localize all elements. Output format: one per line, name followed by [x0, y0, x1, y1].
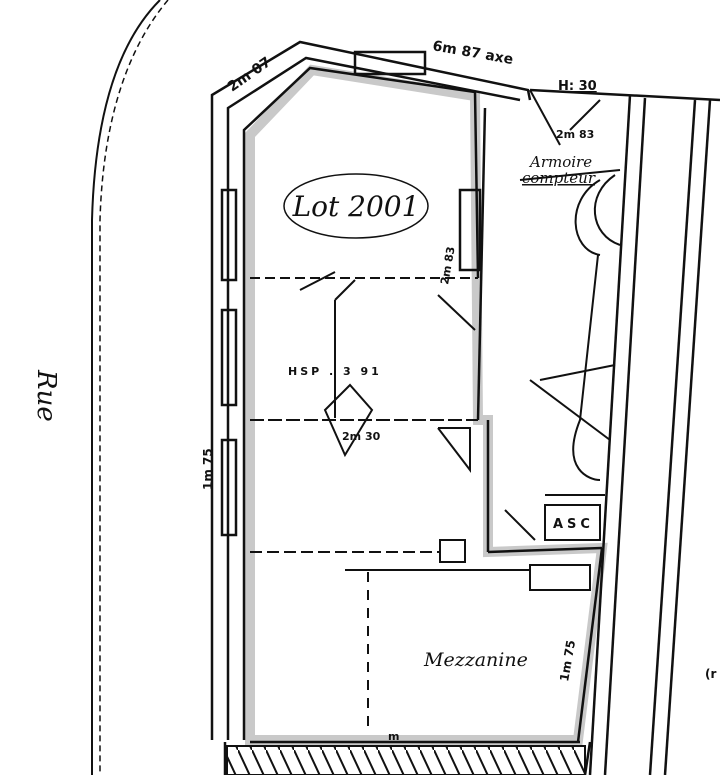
meter-label-line1: Armoire [528, 153, 592, 171]
partial-label-right: (r [705, 667, 716, 681]
partitions [250, 89, 621, 730]
street-edge [91, 0, 169, 775]
bottom-hatched-wall [226, 745, 586, 775]
ceiling-height-label: HSP . 3 91 [288, 365, 382, 378]
dim-corridor-wall: 2m 83 [438, 246, 457, 286]
dim-bottom: m [388, 730, 399, 743]
meter-label-line2: compteur [522, 169, 596, 187]
mezzanine-label: Mezzanine [423, 649, 528, 671]
street-label: Rue [31, 369, 61, 422]
dim-entry-angle: 2m 83 [556, 128, 594, 141]
elevator-label: ASC [553, 517, 594, 532]
dim-top-wall: 6m 87 axe [431, 38, 514, 68]
dim-top-left-diagonal: 2m 07 [225, 54, 274, 95]
dim-mezzanine-right: 1m 75 [557, 639, 578, 683]
dim-top-right: H: 30 [558, 79, 597, 94]
dim-door-middle: 2m 30 [342, 430, 381, 443]
dim-left-wall: 1m 75 [201, 448, 215, 490]
outer-walls [210, 40, 720, 775]
lot-label: Lot 2001 [292, 190, 420, 223]
lot-label-oval [283, 173, 429, 239]
